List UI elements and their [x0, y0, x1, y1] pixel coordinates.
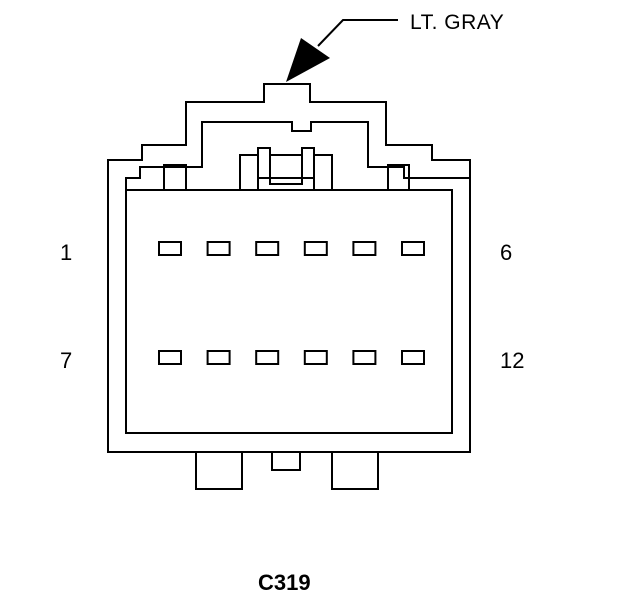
bottom-center-tab: [271, 451, 301, 471]
center-latch-inner: [257, 148, 315, 190]
connector-housing-outer: [107, 83, 471, 453]
pin-cavity-2: [206, 241, 231, 256]
connector-id: C319: [258, 570, 311, 595]
pin-cavity-10: [303, 350, 328, 365]
leader-line: [317, 19, 398, 47]
arrow-icon: [286, 38, 330, 82]
pin-label-7: 7: [60, 348, 73, 373]
bottom-right-tab: [331, 451, 379, 490]
pin-cavity-8: [206, 350, 231, 365]
pin-label-1: 1: [60, 240, 73, 265]
pin-label-6: 6: [500, 240, 513, 265]
pin-cavity-1: [158, 241, 182, 256]
pin-cavity-12: [401, 350, 425, 365]
bottom-left-tab: [195, 451, 243, 490]
connector-housing-ridge: [125, 121, 470, 190]
pin-cavity-4: [303, 241, 328, 256]
pin-cavity-5: [352, 241, 377, 256]
center-latch: [239, 147, 333, 190]
pin-cavity-11: [352, 350, 377, 365]
pin-label-12: 12: [500, 348, 525, 373]
wire-color-label: LT. GRAY: [410, 11, 505, 34]
left-top-tab: [163, 164, 187, 191]
pin-cavity-6: [401, 241, 425, 256]
right-top-tab: [387, 164, 410, 191]
connector-face: [125, 189, 453, 434]
pin-cavity-7: [158, 350, 182, 365]
pin-cavity-9: [255, 350, 280, 365]
pin-cavity-3: [255, 241, 280, 256]
